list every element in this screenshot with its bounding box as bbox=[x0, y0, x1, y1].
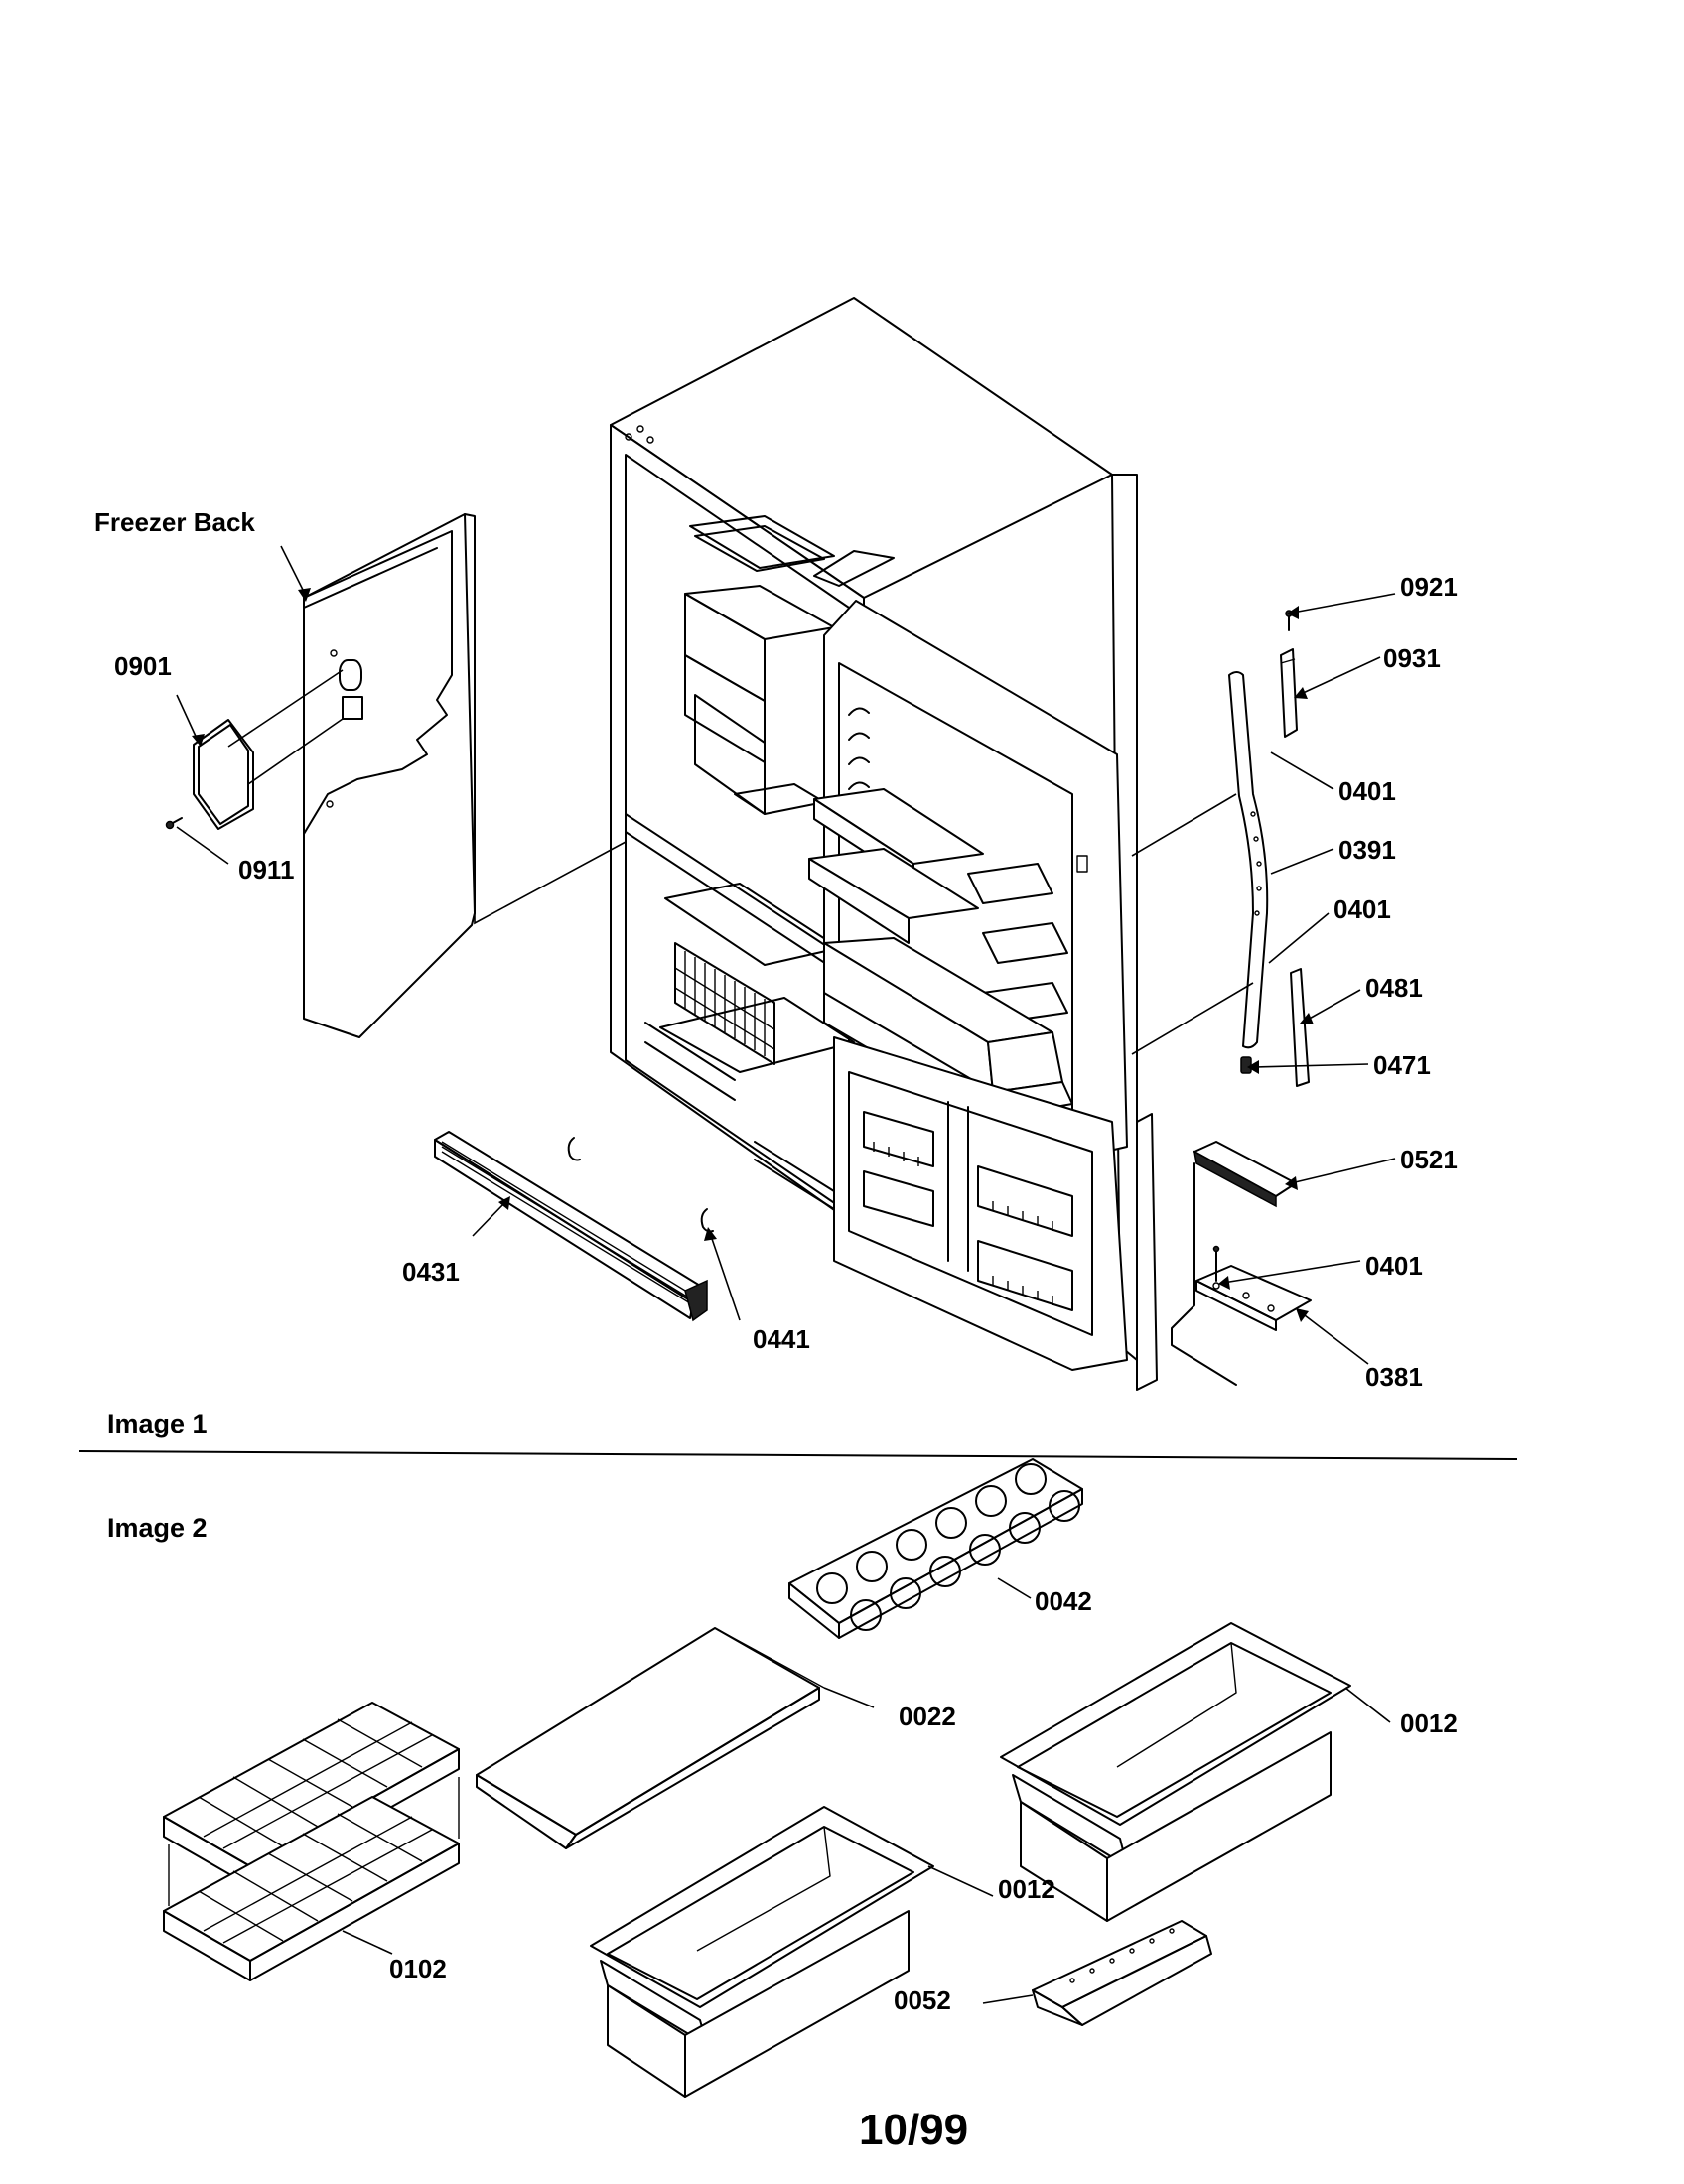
freezer-back-panel bbox=[303, 513, 476, 1038]
handle-0391 bbox=[1131, 671, 1269, 1055]
callout-0911: 0911 bbox=[238, 855, 294, 885]
crisper-bin-0012-left bbox=[590, 1806, 934, 2098]
light-cover-0901 bbox=[193, 669, 344, 830]
callout-0931: 0931 bbox=[1383, 643, 1441, 673]
callout-0441: 0441 bbox=[753, 1324, 810, 1354]
callout-0401-c: 0401 bbox=[1365, 1251, 1423, 1281]
butter-dish-0052 bbox=[1032, 1920, 1212, 2026]
egg-tray-0042 bbox=[788, 1458, 1083, 1639]
base-grille-0431 bbox=[434, 1131, 708, 1322]
ice-tray-0102-bottom bbox=[163, 1777, 460, 1981]
callout-0471: 0471 bbox=[1373, 1050, 1431, 1080]
crisper-bin-0012-right bbox=[1000, 1622, 1351, 1922]
leader-0012-right bbox=[1344, 1687, 1391, 1723]
page-number: 10/99 bbox=[859, 2106, 968, 2154]
handle-top-0521 bbox=[1171, 1141, 1297, 1386]
callout-0431: 0431 bbox=[402, 1257, 460, 1287]
leader-0022 bbox=[823, 1687, 875, 1708]
leader-0012-left bbox=[927, 1865, 994, 1897]
cap-0471 bbox=[1240, 1056, 1252, 1074]
callout-0391: 0391 bbox=[1338, 835, 1396, 865]
section-divider bbox=[78, 1450, 1518, 1460]
callout-0901: 0901 bbox=[114, 651, 172, 681]
callout-0012-right: 0012 bbox=[1400, 1708, 1458, 1738]
callout-0521: 0521 bbox=[1400, 1145, 1458, 1174]
leader-0052 bbox=[982, 1994, 1034, 2004]
callout-0012-left: 0012 bbox=[998, 1874, 1055, 1904]
bracket-0381 bbox=[1195, 1245, 1312, 1331]
callout-0022: 0022 bbox=[899, 1702, 956, 1731]
callout-freezer-back: Freezer Back bbox=[94, 507, 255, 537]
callout-leaders bbox=[176, 545, 1396, 1365]
freezer-back-guide-line bbox=[474, 516, 627, 925]
screw-0911 bbox=[165, 817, 183, 830]
callout-0381: 0381 bbox=[1365, 1362, 1423, 1392]
section-label-image-2: Image 2 bbox=[107, 1513, 208, 1543]
callout-0401-b: 0401 bbox=[1333, 894, 1391, 924]
callout-0042: 0042 bbox=[1035, 1586, 1092, 1616]
trim-0481 bbox=[1290, 968, 1310, 1087]
callout-0921: 0921 bbox=[1400, 572, 1458, 602]
shelf-0022 bbox=[476, 1627, 825, 1849]
trim-0931 bbox=[1280, 648, 1298, 738]
callout-0401-a: 0401 bbox=[1338, 776, 1396, 806]
refrigerator-cabinet bbox=[610, 297, 1158, 1391]
callout-0052: 0052 bbox=[894, 1985, 951, 2015]
leader-0042 bbox=[997, 1577, 1032, 1599]
section-label-image-1: Image 1 bbox=[107, 1409, 208, 1438]
callout-0481: 0481 bbox=[1365, 973, 1423, 1003]
leader-0102 bbox=[342, 1930, 393, 1955]
callout-0102: 0102 bbox=[389, 1954, 447, 1983]
